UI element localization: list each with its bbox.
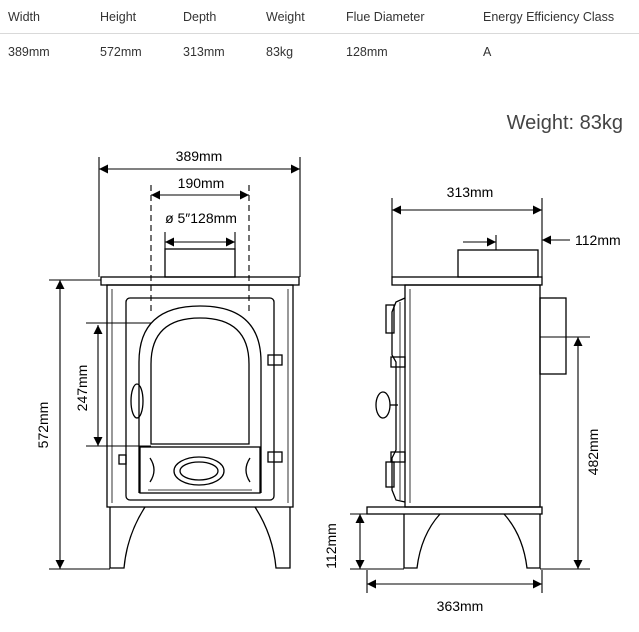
value-height: 572mm: [100, 45, 142, 59]
side-view: [366, 249, 567, 569]
label-front-height: 572mm: [35, 402, 51, 449]
front-left-leg: [109, 506, 146, 569]
side-body: [404, 284, 541, 508]
weight-label: Weight: 83kg: [506, 112, 623, 134]
label-flue-diameter: ø 5″128mm: [165, 210, 237, 226]
front-right-leg: [254, 506, 291, 569]
spec-value-row: 389mm 572mm 313mm 83kg 128mm A: [0, 34, 639, 71]
side-dimensions: [350, 198, 590, 593]
spec-header-row: Width Height Depth Weight Flue Diameter …: [0, 0, 639, 34]
label-side-depth: 313mm: [447, 184, 494, 200]
value-flue-diameter: 128mm: [346, 45, 388, 59]
side-base-plate: [366, 506, 543, 515]
header-depth: Depth: [175, 0, 258, 34]
header-height: Height: [92, 0, 175, 34]
label-leg-height: 112mm: [323, 523, 339, 569]
header-flue-diameter: Flue Diameter: [338, 0, 475, 34]
side-door-handle: [375, 391, 391, 419]
spec-table: Width Height Depth Weight Flue Diameter …: [0, 0, 639, 70]
label-door-height: 247mm: [74, 365, 90, 412]
value-weight: 83kg: [266, 45, 294, 59]
header-energy-class: Energy Efficiency Class: [475, 0, 639, 34]
side-top-plate: [391, 276, 543, 286]
side-flue-collar: [457, 249, 539, 278]
side-rear-leg: [503, 513, 541, 569]
front-body: [106, 284, 294, 508]
value-width: 389mm: [8, 45, 50, 59]
header-width: Width: [0, 0, 92, 34]
label-flue-height: 482mm: [585, 429, 601, 476]
header-weight: Weight: [258, 0, 338, 34]
front-view: [100, 248, 300, 569]
value-energy-class: A: [483, 45, 492, 59]
front-door-frame: [125, 297, 275, 501]
front-top-plate: [100, 276, 300, 286]
front-flue-collar: [164, 248, 236, 278]
front-door-window: [138, 305, 262, 493]
label-front-width: 389mm: [176, 148, 223, 164]
side-dimension-labels: 313mm 112mm 482mm 112mm 363mm: [323, 184, 621, 614]
front-dimensions: [49, 157, 301, 570]
front-air-vent: [173, 456, 225, 486]
front-door-handle: [130, 383, 144, 419]
side-rear-spigot: [539, 297, 567, 375]
label-flue-offset: 112mm: [575, 232, 621, 248]
side-front-leg: [403, 513, 441, 569]
label-base-depth: 363mm: [437, 598, 484, 614]
value-depth: 313mm: [183, 45, 225, 59]
front-dimension-labels: 389mm 190mm ø 5″128mm 572mm 247mm: [35, 148, 237, 448]
label-front-inner-width: 190mm: [178, 175, 225, 191]
